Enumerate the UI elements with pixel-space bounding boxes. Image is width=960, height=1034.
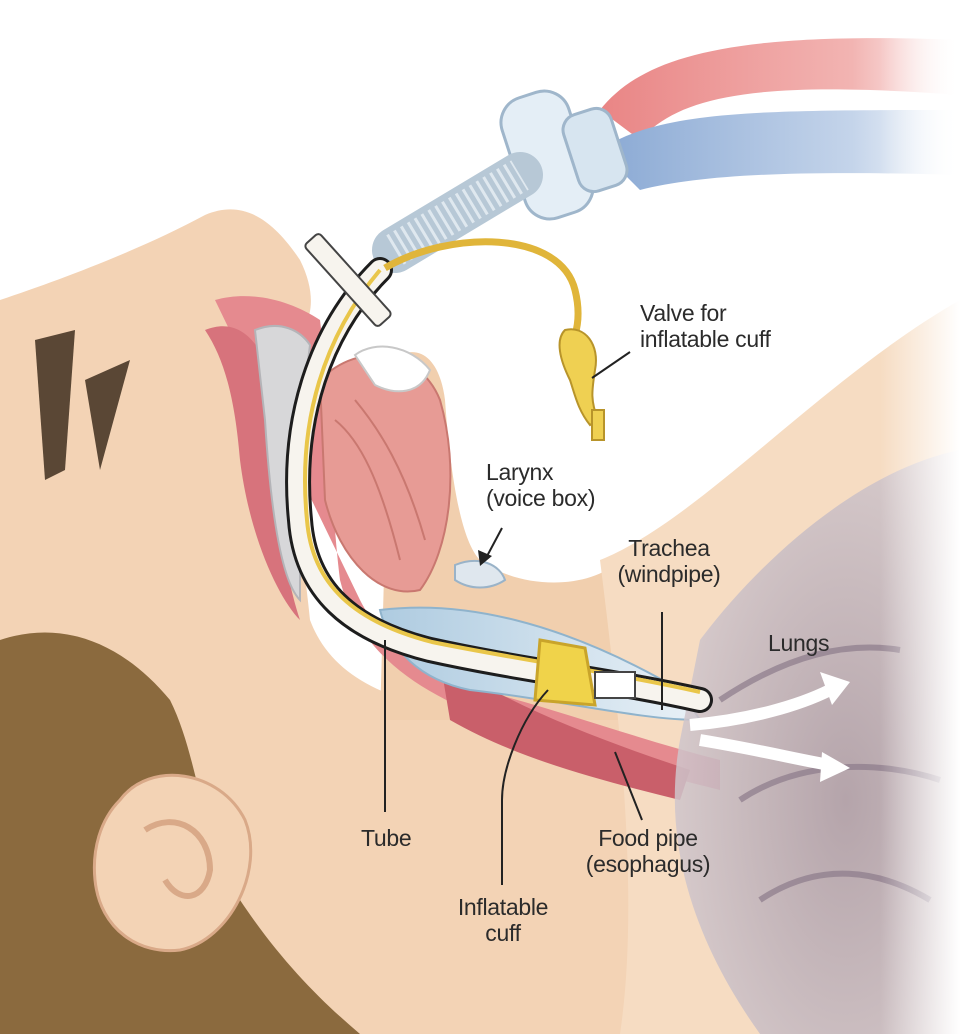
leader-larynx: [486, 528, 502, 558]
label-larynx-line1: Larynx: [486, 459, 595, 485]
label-trachea-line1: Trachea: [610, 535, 728, 561]
label-valve: Valve for inflatable cuff: [640, 300, 771, 352]
label-cuff-line2: cuff: [448, 920, 558, 946]
label-valve-line1: Valve for: [640, 300, 771, 326]
label-tube-line1: Tube: [361, 825, 411, 851]
label-inflatable-cuff: Inflatable cuff: [448, 894, 558, 946]
label-trachea: Trachea (windpipe): [610, 535, 728, 587]
label-valve-line2: inflatable cuff: [640, 326, 771, 352]
label-lungs: Lungs: [768, 630, 829, 656]
label-tube: Tube: [361, 825, 411, 851]
label-food-pipe-line1: Food pipe: [578, 825, 718, 851]
label-larynx-line2: (voice box): [486, 485, 595, 511]
label-trachea-line2: (windpipe): [610, 561, 728, 587]
label-cuff-line1: Inflatable: [448, 894, 558, 920]
label-food-pipe: Food pipe (esophagus): [578, 825, 718, 877]
corrugated-tube: [395, 175, 520, 250]
label-lungs-line1: Lungs: [768, 630, 829, 656]
label-food-pipe-line2: (esophagus): [578, 851, 718, 877]
leader-valve: [592, 352, 630, 378]
label-larynx: Larynx (voice box): [486, 459, 595, 511]
